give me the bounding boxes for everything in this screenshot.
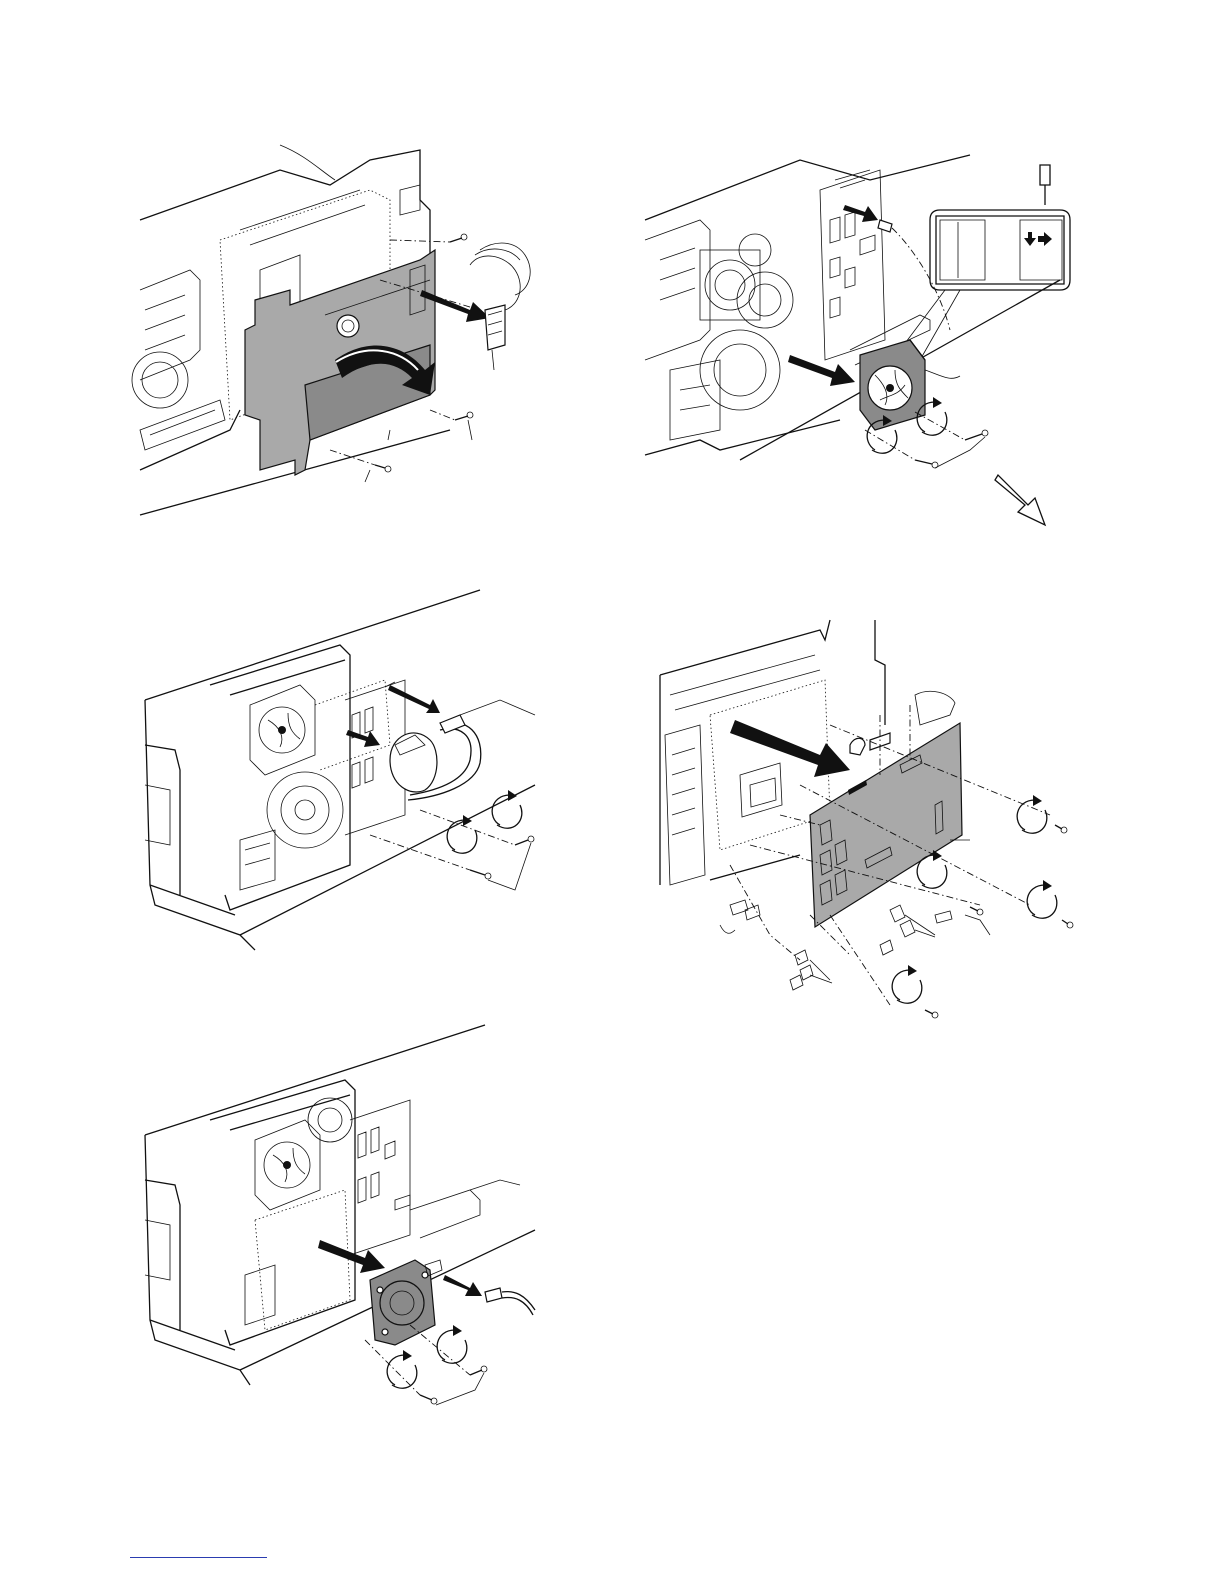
blower-fan-removal-drawing: [140, 585, 560, 965]
figure-cover-removal: [130, 130, 550, 520]
footer-rule: [130, 1557, 267, 1558]
figure-blower-fan-removal: [140, 585, 560, 965]
figure-cooling-fan-removal: [640, 150, 1080, 540]
motor-removal-drawing: [140, 1020, 560, 1400]
cover-removal-drawing: [130, 130, 550, 520]
figure-control-pwb-removal: [650, 615, 1090, 1025]
figure-motor-removal: [140, 1020, 560, 1400]
control-pwb-removal-drawing: [650, 615, 1090, 1025]
cooling-fan-removal-drawing: [640, 150, 1080, 540]
